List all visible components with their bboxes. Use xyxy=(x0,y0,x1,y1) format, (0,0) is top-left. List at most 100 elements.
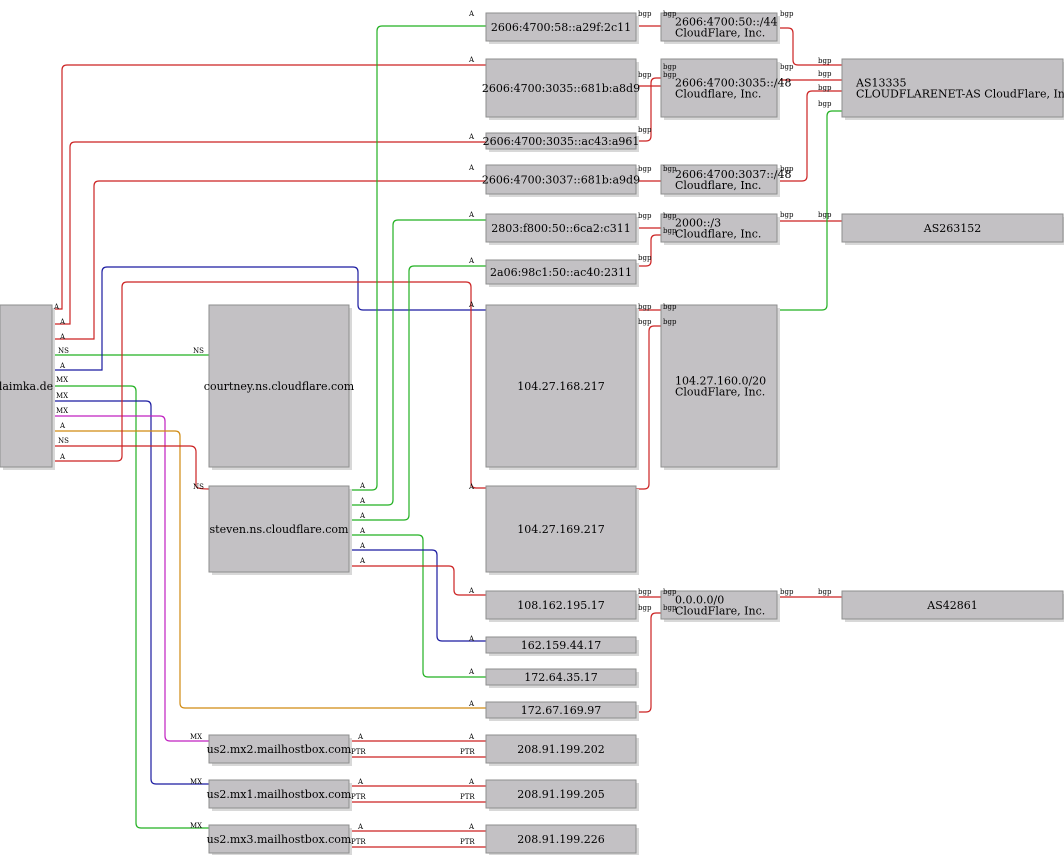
node-steven: steven.ns.cloudflare.com xyxy=(208,485,352,575)
node-label: us2.mx3.mailhostbox.com xyxy=(207,833,352,846)
node-ip-205: 208.91.199.205 xyxy=(485,779,639,811)
node-label: 2606:4700:58::a29f:2c11 xyxy=(491,21,631,34)
node-as42861: AS42861 xyxy=(841,590,1064,622)
edge-label: A xyxy=(468,668,475,676)
node-label: 2606:4700:3037::/48 xyxy=(675,168,792,181)
edge-label: NS xyxy=(193,347,204,355)
edge-label: bgp xyxy=(818,100,832,108)
node-label: 2606:4700:3037::681b:a9d9 xyxy=(482,174,640,187)
edge-label: bgp xyxy=(818,211,832,219)
edge-label: PTR xyxy=(460,838,475,846)
edge-label: A xyxy=(468,10,475,18)
edge-label: A xyxy=(468,211,475,219)
edges xyxy=(52,25,842,848)
node-label: steven.ns.cloudflare.com xyxy=(210,523,349,536)
node-label: CLOUDFLARENET-AS CloudFlare, Inc. xyxy=(856,88,1064,101)
edge-label: A xyxy=(359,542,366,550)
node-ip-108: 108.162.195.17 xyxy=(485,590,639,622)
edge-label: A xyxy=(59,422,66,430)
node-label: 0.0.0.0/0 xyxy=(675,594,724,607)
edge-15 xyxy=(349,549,486,642)
edge-label: A xyxy=(359,512,366,520)
edge-label: bgp xyxy=(663,63,677,71)
edge-label: bgp xyxy=(638,10,652,18)
edge-24 xyxy=(636,325,661,490)
edge-label: A xyxy=(468,778,475,786)
edge-label: bgp xyxy=(780,10,794,18)
edge-1 xyxy=(52,141,486,325)
node-ip-3035-a8d9: 2606:4700:3035::681b:a8d9 xyxy=(482,58,640,120)
nodes: laimka.de courtney.ns.cloudflare.com steve… xyxy=(0,12,1064,855)
edge-label: A xyxy=(53,303,60,311)
node-ip-2606-58: 2606:4700:58::a29f:2c11 xyxy=(485,12,639,44)
node-label: 2606:4700:50::/44 xyxy=(675,16,778,29)
node-label: Cloudflare, Inc. xyxy=(675,179,761,192)
node-label: CloudFlare, Inc. xyxy=(675,386,765,399)
node-label: us2.mx2.mailhostbox.com xyxy=(207,743,352,756)
edge-12 xyxy=(349,219,486,506)
node-label: Cloudflare, Inc. xyxy=(675,88,761,101)
edge-label: A xyxy=(468,700,475,708)
edge-22 xyxy=(636,234,661,267)
node-ip-172-64: 172.64.35.17 xyxy=(485,668,639,688)
edge-label: MX xyxy=(56,407,68,415)
edge-label: bgp xyxy=(663,588,677,596)
edge-9 xyxy=(52,445,210,490)
edge-label: bgp xyxy=(818,84,832,92)
edge-13 xyxy=(349,265,486,521)
node-label: laimka.de xyxy=(0,380,53,393)
edge-label: bgp xyxy=(780,63,794,71)
edge-label: A xyxy=(468,635,475,643)
edge-label: A xyxy=(359,482,366,490)
edge-label: NS xyxy=(193,483,204,491)
edge-29 xyxy=(777,90,842,182)
edge-label: bgp xyxy=(663,71,677,79)
node-label: 208.91.199.202 xyxy=(517,743,604,756)
node-ip-162: 162.159.44.17 xyxy=(485,636,639,656)
node-ip-169: 104.27.169.217 xyxy=(485,485,639,575)
node-ip-168: 104.27.168.217 xyxy=(485,304,639,470)
node-label: courtney.ns.cloudflare.com xyxy=(204,380,355,393)
edge-label: A xyxy=(359,497,366,505)
node-ip-2803: 2803:f800:50::6ca2:c311 xyxy=(485,213,639,245)
node-label: AS263152 xyxy=(923,222,981,235)
edge-4 xyxy=(52,266,486,371)
edge-label: bgp xyxy=(638,71,652,79)
edge-label: A xyxy=(357,733,364,741)
node-laimka: laimka.de xyxy=(0,304,55,470)
edge-label: bgp xyxy=(638,254,652,262)
node-ip-172-67: 172.67.169.97 xyxy=(485,701,639,721)
edge-label: bgp xyxy=(663,165,677,173)
node-ip-202: 208.91.199.202 xyxy=(485,734,639,766)
edge-label: A xyxy=(59,333,66,341)
edge-label: MX xyxy=(190,778,202,786)
edge-label: bgp xyxy=(638,212,652,220)
edge-label: A xyxy=(468,164,475,172)
node-courtney: courtney.ns.cloudflare.com xyxy=(204,304,355,470)
edge-label: A xyxy=(357,778,364,786)
edge-8 xyxy=(52,430,486,709)
edge-label: PTR xyxy=(460,793,475,801)
node-label: CloudFlare, Inc. xyxy=(675,27,765,40)
edge-label: bgp xyxy=(638,588,652,596)
node-label: 2606:4700:3035::/48 xyxy=(675,77,792,90)
edge-label: PTR xyxy=(351,748,366,756)
edge-5 xyxy=(52,385,209,829)
edge-19 xyxy=(636,77,661,142)
edge-6 xyxy=(52,400,209,785)
edge-label: MX xyxy=(190,822,202,830)
node-label: 208.91.199.205 xyxy=(517,788,604,801)
node-ip-226: 208.91.199.226 xyxy=(485,824,639,855)
edge-10 xyxy=(52,281,486,489)
edge-label: PTR xyxy=(460,748,475,756)
edge-label: MX xyxy=(56,376,68,384)
edge-label: A xyxy=(468,587,475,595)
edge-label: bgp xyxy=(818,588,832,596)
node-label: us2.mx1.mailhostbox.com xyxy=(207,788,352,801)
